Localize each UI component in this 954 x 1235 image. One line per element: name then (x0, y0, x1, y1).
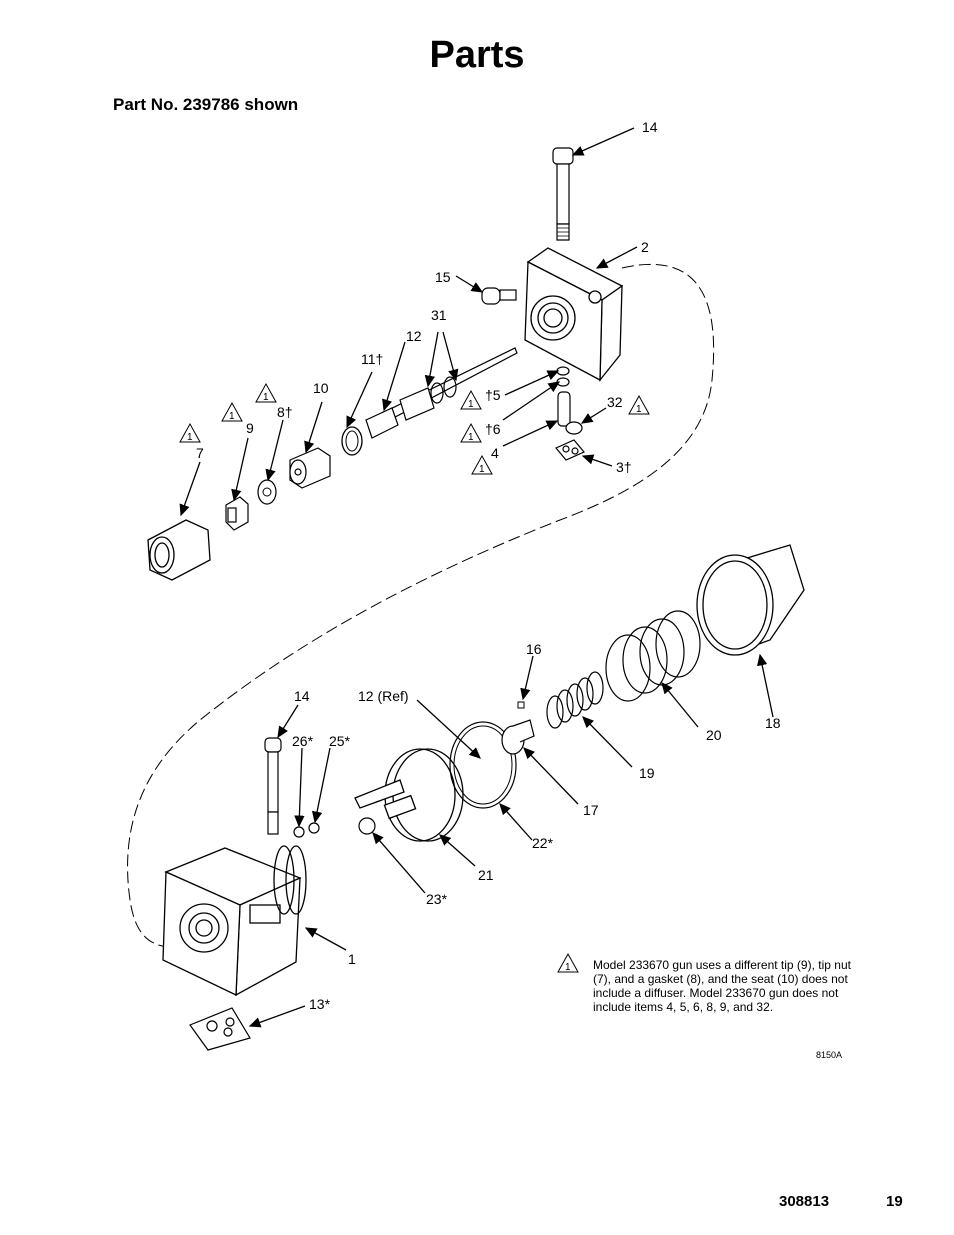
page-title: Parts (429, 34, 525, 76)
model-note: Model 233670 gun uses a different tip (9… (593, 958, 851, 1014)
callout-31: 31 (431, 307, 447, 323)
triangle-marker-note (557, 952, 579, 973)
seal-23 (358, 817, 376, 835)
callout-20: 20 (706, 727, 722, 743)
callout-15: 15 (435, 269, 451, 285)
seal-25 (308, 822, 320, 834)
washer-5 (556, 366, 570, 376)
callout-11: 11† (361, 351, 383, 367)
triangle-marker-7 (179, 422, 201, 443)
callout-14-bottom: 14 (294, 688, 310, 704)
triangle-marker-4 (471, 454, 493, 475)
seat-10 (289, 447, 331, 489)
triangle-marker-8 (255, 382, 277, 403)
body-1 (162, 845, 307, 997)
assembly-dashed-line (127, 263, 715, 948)
triangle-number-4: 1 (479, 464, 485, 475)
callout-6: †6 (485, 421, 501, 437)
callout-12: 12 (406, 328, 422, 344)
callout-7: 7 (196, 445, 204, 461)
callout-22: 22* (532, 835, 554, 851)
callout-1: 1 (348, 951, 356, 967)
triangle-number-note: 1 (565, 962, 571, 973)
callout-17: 17 (583, 802, 599, 818)
screw-14-top (552, 147, 574, 241)
seal-26 (293, 826, 305, 838)
triangle-marker-6 (460, 422, 482, 443)
callout-9: 9 (246, 420, 254, 436)
screw-14-bottom (264, 737, 282, 835)
triangle-number-6: 1 (468, 432, 474, 443)
callout-19: 19 (639, 765, 655, 781)
callout-26: 26* (292, 733, 314, 749)
screw-15 (481, 287, 517, 305)
callout-14-top: 14 (642, 119, 658, 135)
valve-4 (557, 391, 571, 427)
callout-21: 21 (478, 867, 494, 883)
page-number: 19 (886, 1193, 903, 1210)
callout-4: 4 (491, 445, 499, 461)
gasket-8 (257, 479, 277, 505)
callout-5: †5 (485, 387, 501, 403)
triangle-number-32: 1 (636, 404, 642, 415)
triangle-number-8: 1 (263, 392, 269, 403)
callout-3: 3† (616, 459, 632, 475)
triangle-number-7: 1 (187, 432, 193, 443)
triangle-markers (179, 382, 650, 973)
callout-16: 16 (526, 641, 542, 657)
triangle-marker-5 (460, 389, 482, 410)
callout-13: 13* (309, 996, 331, 1012)
leader-lines (179, 127, 774, 1028)
callout-18: 18 (765, 715, 781, 731)
triangle-number-9: 1 (229, 411, 235, 422)
triangle-marker-9 (221, 401, 243, 422)
callout-10: 10 (313, 380, 329, 396)
bushing-17 (501, 719, 535, 755)
callout-2: 2 (641, 239, 649, 255)
oring-22 (449, 721, 517, 809)
figure-subtitle: Part No. 239786 shown (113, 95, 299, 114)
seal-32 (565, 421, 583, 435)
piston-21 (354, 748, 464, 842)
seal-31a (430, 382, 444, 404)
callout-23: 23* (426, 891, 448, 907)
tip-9 (225, 496, 249, 531)
document-number: 308813 (779, 1193, 830, 1210)
housing-2 (524, 247, 624, 382)
pin-16 (517, 701, 525, 709)
gasket-3 (555, 439, 585, 461)
figure-id: 8150A (816, 1050, 843, 1060)
callout-8: 8† (277, 404, 293, 420)
spring-19 (546, 671, 604, 729)
callout-32: 32 (607, 394, 623, 410)
cap-18 (696, 544, 805, 656)
tip-nut-7 (147, 519, 211, 581)
spring-20 (605, 610, 701, 702)
gasket-13 (189, 1007, 251, 1051)
triangle-marker-32 (628, 394, 650, 415)
callout-12-ref: 12 (Ref) (358, 688, 409, 704)
callout-25: 25* (329, 733, 351, 749)
triangle-number-5: 1 (468, 399, 474, 410)
